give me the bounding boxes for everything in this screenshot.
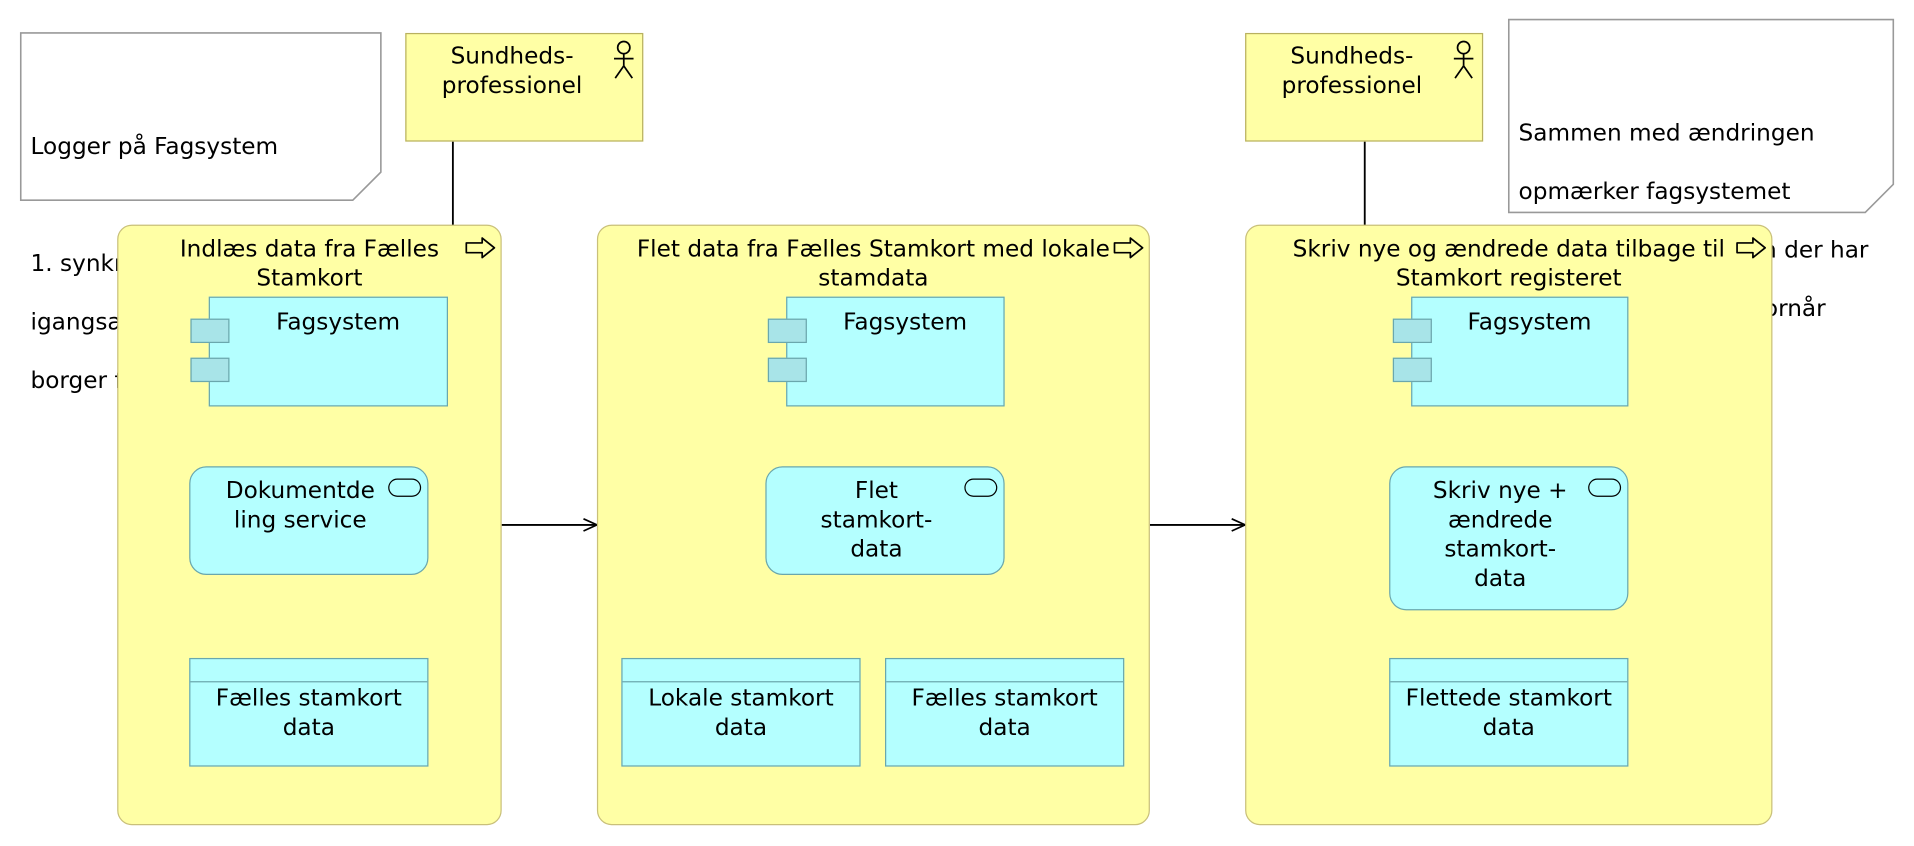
data-object[interactable]: Fælles stamkort data: [189, 657, 429, 767]
process-title: Skriv nye og ændrede data tilbage til St…: [1292, 235, 1725, 292]
data-object-header: [190, 681, 428, 683]
service-label: Dokumentde ling service: [225, 477, 375, 534]
business-actor-1[interactable]: Sundheds- professionel: [405, 32, 644, 142]
data-object-header: [1390, 681, 1628, 683]
process-title: Indlæs data fra Fælles Stamkort: [179, 235, 440, 292]
process-arrow-icon: [1736, 237, 1766, 259]
component-tab: [767, 357, 807, 383]
component-tab: [190, 318, 230, 344]
data-object[interactable]: Flettede stamkort data: [1389, 657, 1629, 767]
component-tab: [767, 318, 807, 344]
data-object[interactable]: Lokale stamkort data: [621, 657, 861, 767]
business-process-3[interactable]: Skriv nye og ændrede data tilbage til St…: [1245, 224, 1773, 826]
application-service[interactable]: Dokumentde ling service: [189, 466, 429, 575]
data-object-header: [886, 681, 1124, 683]
note-line: Logger på Fagsystem: [30, 133, 279, 160]
component-tab: [1392, 357, 1432, 383]
process-arrow-icon: [1113, 237, 1144, 259]
service-label: Skriv nye + ændrede stamkort- data: [1432, 477, 1568, 593]
application-service[interactable]: Skriv nye + ændrede stamkort- data: [1389, 466, 1629, 611]
note-line: Sammen med ændringen: [1518, 119, 1815, 147]
actor-label: Sundheds- professionel: [441, 42, 583, 99]
business-process-1[interactable]: Indlæs data fra Fælles Stamkort Fagsyste…: [117, 224, 502, 826]
note-line: opmærker fagsystemet: [1518, 178, 1791, 206]
business-actor-2[interactable]: Sundheds- professionel: [1245, 32, 1484, 142]
application-service[interactable]: Flet stamkort- data: [765, 466, 1005, 575]
business-process-2[interactable]: Flet data fra Fælles Stamkort med lokale…: [596, 224, 1150, 826]
actor-icon: [614, 40, 634, 79]
component-label: Fagsystem: [1467, 308, 1592, 336]
component-label: Fagsystem: [843, 308, 968, 336]
process-arrow-icon: [465, 237, 496, 259]
actor-icon: [1453, 40, 1474, 79]
application-component[interactable]: Fagsystem: [1392, 296, 1629, 407]
data-object-label: Lokale stamkort data: [648, 684, 834, 741]
note-marking: Sammen med ændringen opmærker fagsysteme…: [1507, 18, 1895, 410]
data-object-header: [622, 681, 860, 683]
service-icon: [1588, 478, 1622, 497]
service-label: Flet stamkort- data: [820, 477, 933, 563]
application-component[interactable]: Fagsystem: [767, 296, 1005, 407]
note-login: Logger på Fagsystem 1. synkronisering ig…: [19, 32, 383, 394]
data-object-label: Fælles stamkort data: [911, 684, 1098, 741]
data-object[interactable]: Fælles stamkort data: [885, 657, 1125, 767]
component-label: Fagsystem: [276, 308, 401, 336]
note-shape: [1507, 18, 1895, 214]
service-icon: [388, 478, 422, 497]
component-tab: [190, 357, 230, 383]
data-object-label: Fælles stamkort data: [215, 684, 402, 741]
data-object-label: Flettede stamkort data: [1405, 684, 1612, 741]
note-line: [31, 190, 373, 219]
application-component[interactable]: Fagsystem: [190, 296, 448, 407]
note-shape: [19, 32, 382, 201]
component-tab: [1392, 318, 1432, 344]
actor-label: Sundheds- professionel: [1281, 42, 1423, 99]
process-title: Flet data fra Fælles Stamkort med lokale…: [636, 235, 1110, 292]
service-icon: [964, 478, 998, 497]
